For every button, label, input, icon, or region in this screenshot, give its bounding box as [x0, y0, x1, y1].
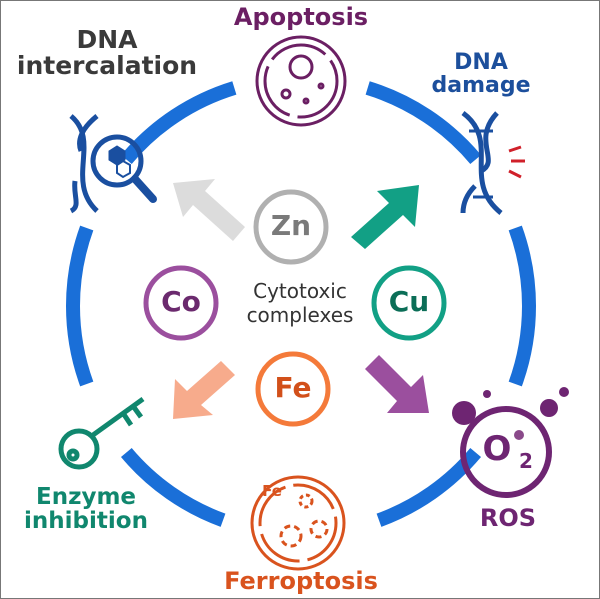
- dna-intercalation-label: DNA intercalation: [1, 25, 213, 81]
- co-label: Co: [161, 285, 201, 318]
- zn-label: Zn: [270, 209, 312, 242]
- ring-segment: [120, 81, 237, 164]
- enzyme-key-icon: [58, 396, 145, 470]
- ros-label: ROS: [479, 504, 537, 532]
- ros-icon-subscript: 2: [519, 449, 533, 473]
- cu-circle: [371, 265, 447, 341]
- zn-circle: [253, 189, 329, 265]
- dna-intercalation-line2: intercalation: [16, 51, 198, 81]
- ring-segment: [508, 225, 536, 387]
- dna-intercalation-line1: DNA: [76, 25, 138, 54]
- ferroptosis-icon-text: Fe: [262, 482, 282, 500]
- arrow-co-to-ros: [365, 355, 429, 413]
- dna-damage-line1: DNA: [454, 50, 508, 75]
- ring-segment: [66, 225, 94, 387]
- apoptosis-label: Apoptosis: [233, 3, 369, 31]
- enzyme-inhibition-label: Enzyme inhibition: [7, 485, 165, 533]
- center-title: Cytotoxic complexes: [225, 279, 375, 327]
- enzyme-inhibition-line1: Enzyme: [35, 484, 137, 510]
- cycle-ring: [66, 81, 536, 527]
- arrow-cu-to-dna-damage: [351, 185, 419, 249]
- co-circle: [143, 265, 219, 341]
- cu-label: Cu: [388, 285, 430, 318]
- center-title-line2: complexes: [246, 303, 354, 327]
- ros-icon-text: O: [482, 429, 512, 469]
- fe-label: Fe: [274, 371, 312, 404]
- fe-circle: [255, 351, 331, 427]
- ring-segment: [120, 448, 226, 527]
- enzyme-inhibition-line2: inhibition: [24, 508, 148, 535]
- dna-intercalation-icon: [69, 114, 157, 214]
- ferroptosis-label: Ferroptosis: [224, 567, 378, 595]
- dna-damage-line2: damage: [431, 73, 531, 99]
- ferroptosis-cell-icon: [250, 475, 346, 571]
- ring-segment: [376, 448, 482, 527]
- dna-damage-icon: [460, 110, 525, 215]
- ring-segment: [365, 81, 482, 164]
- arrow-fe-to-enzyme: [173, 361, 235, 419]
- arrow-zn-to-intercalation: [173, 179, 245, 241]
- center-title-line1: Cytotoxic: [253, 279, 347, 303]
- apoptosis-cell-icon: [255, 35, 347, 127]
- dna-damage-label: DNA damage: [421, 51, 541, 97]
- ros-icon: [452, 387, 569, 498]
